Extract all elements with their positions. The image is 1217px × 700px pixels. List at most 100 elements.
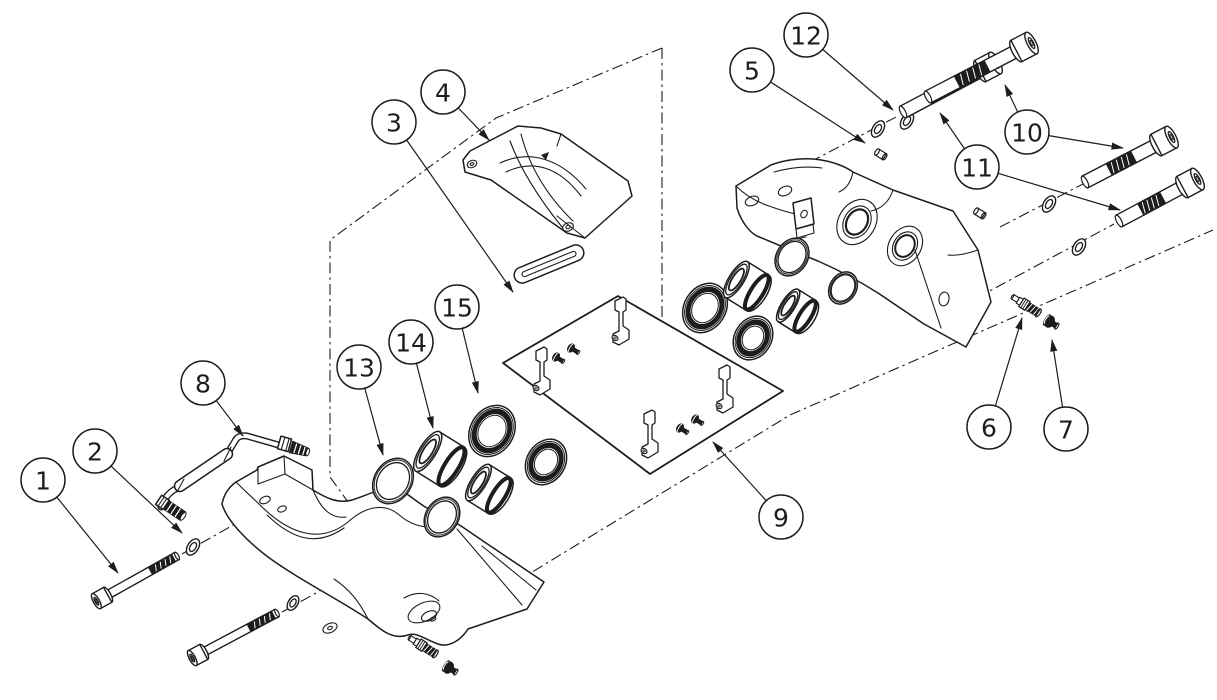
hex-socket	[1167, 131, 1176, 144]
banjo-tip	[179, 511, 187, 521]
bolt-threads	[953, 60, 991, 88]
ear-hole	[277, 505, 287, 513]
abutment-slot-dot	[429, 616, 437, 622]
balloon-number: 5	[744, 57, 760, 86]
balloon-number: 15	[441, 294, 473, 323]
washer	[286, 595, 300, 611]
sleeve-ferrules	[176, 446, 232, 493]
balloon-circle	[371, 99, 417, 145]
pad-clip-screw	[676, 423, 690, 436]
balloon-number: 6	[981, 414, 997, 443]
balloon-circle	[72, 428, 118, 474]
bracket-end-boss-inner	[565, 224, 571, 230]
o-ring-seal	[371, 457, 415, 505]
callout-9: 9	[712, 441, 804, 540]
leader-line	[994, 317, 1023, 407]
caliper-outboard-body	[221, 455, 545, 646]
callout-12: 12	[783, 12, 894, 111]
leader-line	[415, 363, 434, 429]
clip-rivet	[532, 384, 540, 392]
balloon-circle	[729, 47, 775, 93]
callout-1: 1	[20, 457, 119, 574]
leader-line	[364, 388, 384, 456]
caliper-piston	[775, 288, 820, 335]
bolt-threads	[246, 610, 276, 632]
mounting-bracket	[462, 125, 633, 239]
bleeder-cap	[441, 660, 459, 676]
bolt-threads	[1137, 191, 1167, 216]
socket-head-bolt	[1080, 125, 1179, 189]
balloon-circle	[336, 344, 382, 390]
dust-boot-seal	[524, 438, 568, 486]
callout-4: 4	[420, 69, 490, 141]
balloon-circle	[966, 404, 1012, 450]
washer	[1041, 195, 1057, 213]
clip-body	[533, 346, 551, 396]
pad-clip-screw	[552, 352, 566, 365]
caliper-half-inboard	[735, 158, 992, 348]
bracket-boss-hole	[466, 159, 478, 169]
bracket-boss-hole-inner	[469, 162, 475, 166]
leader-line	[1004, 84, 1019, 113]
bleeder-screw	[407, 635, 439, 659]
guide-tab-step	[795, 223, 815, 239]
callout-8: 8	[180, 360, 244, 437]
abutment-slot	[407, 600, 441, 624]
bolt-threads	[147, 554, 177, 575]
bolt-threads	[1105, 150, 1137, 176]
piston-bore-inner	[842, 205, 872, 239]
leader-line	[461, 328, 479, 394]
piston-crown-band	[742, 272, 771, 312]
caliper-half-outboard	[221, 455, 545, 646]
dust-boot-seal	[732, 315, 774, 361]
clip-rivet	[640, 447, 648, 455]
hex-socket	[189, 653, 196, 663]
hex-nut	[276, 435, 293, 453]
balloon-number: 13	[343, 354, 375, 383]
callout-3: 3	[371, 99, 514, 293]
guide-tab	[792, 197, 815, 230]
callout-7: 7	[1043, 339, 1089, 452]
leader-line	[939, 112, 966, 150]
socket-head-bolt	[923, 31, 1039, 104]
pad-flange-hole	[938, 291, 950, 307]
banjo-port-inner	[327, 625, 333, 631]
leader-line	[712, 441, 767, 502]
bracket-body	[462, 125, 633, 239]
bracket-center-mark	[541, 152, 549, 160]
caliper-inboard-body	[735, 158, 992, 348]
pad-abutment-plate	[502, 295, 784, 475]
brake-hose	[154, 432, 311, 521]
o-ring-seal	[423, 496, 461, 538]
caliper-piston	[722, 260, 772, 312]
pad-abutment-clip	[640, 409, 659, 459]
clip-rivet	[715, 402, 723, 410]
callout-15: 15	[434, 284, 480, 394]
piston-crown-band	[792, 298, 818, 334]
bracket-ribs	[462, 133, 587, 239]
balloon-number: 10	[1011, 119, 1043, 148]
bridge-web-contours	[235, 481, 438, 620]
bracket-gasket	[513, 244, 585, 284]
guide-pin	[973, 207, 987, 220]
inlet-boss-edges	[257, 455, 314, 491]
bleeder-screw	[1010, 294, 1042, 318]
callout-2: 2	[72, 428, 183, 534]
callout-10: 10	[1004, 84, 1124, 155]
hose-end-nut	[276, 435, 293, 453]
leader-line	[822, 48, 894, 111]
ear-hole	[777, 185, 793, 197]
pad-abutment-clip	[715, 364, 734, 414]
balloon-number: 4	[435, 79, 451, 108]
piston-bore	[886, 225, 924, 267]
washer	[1071, 238, 1087, 256]
socket-head-bolt	[186, 608, 281, 667]
callout-6: 6	[966, 317, 1023, 450]
pad-clip-screw	[567, 343, 581, 356]
banjo-port	[322, 622, 338, 634]
ear-hole	[259, 495, 271, 505]
balloon-circle	[758, 494, 804, 540]
slot-arc	[403, 592, 440, 602]
